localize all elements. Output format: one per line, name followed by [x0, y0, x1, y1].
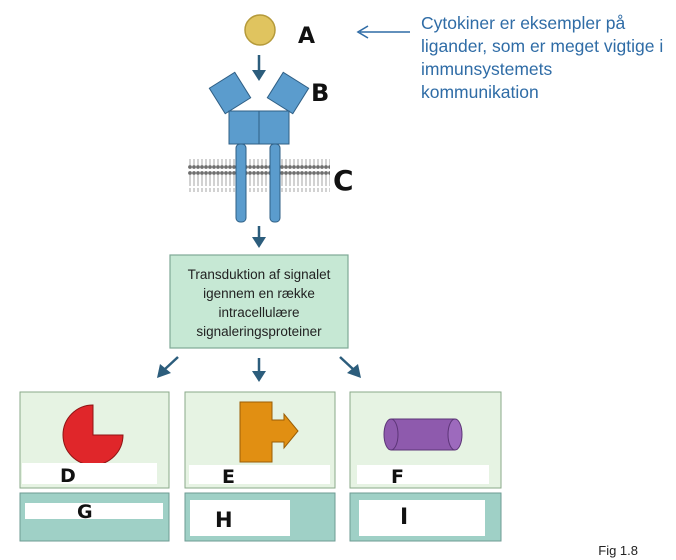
cylinder-shape-icon: [383, 418, 463, 451]
label-box-g: [25, 503, 163, 519]
arrow-center-icon: [252, 358, 266, 382]
label-box-h: [190, 500, 290, 536]
ligand-circle-icon: [244, 14, 276, 46]
arrow-right-icon: [339, 356, 361, 378]
label-i: I: [400, 505, 408, 530]
label-a: A: [298, 24, 315, 49]
arrow-ligand-receptor-icon: [252, 55, 266, 81]
transduction-box: [169, 254, 349, 349]
label-h: H: [215, 508, 233, 532]
annotation-arrow-icon: [356, 25, 410, 39]
label-box-e: [189, 465, 330, 484]
label-box-f: [357, 465, 489, 484]
figure-label: Fig 1.8: [598, 543, 638, 558]
label-d: D: [60, 465, 76, 487]
receptor-dimer-icon: [208, 71, 310, 145]
cell-membrane: [188, 159, 330, 192]
pie-shape-icon: [62, 404, 124, 466]
label-box-d: [22, 463, 157, 484]
receptor-stalks: [235, 143, 281, 223]
cytokine-note: Cytokiner er eksempler på ligander, som …: [421, 13, 664, 102]
label-c: C: [333, 164, 354, 197]
arrow-block-shape-icon: [239, 401, 299, 463]
arrow-left-icon: [157, 356, 179, 378]
label-box-i: [359, 500, 485, 536]
label-g: G: [77, 501, 93, 523]
label-e: E: [222, 466, 235, 488]
arrow-receptor-transduction-icon: [252, 226, 266, 248]
transduction-text: Transduktion af signalet igennem en rækk…: [187, 267, 331, 339]
label-f: F: [391, 466, 404, 488]
label-b: B: [311, 79, 329, 107]
